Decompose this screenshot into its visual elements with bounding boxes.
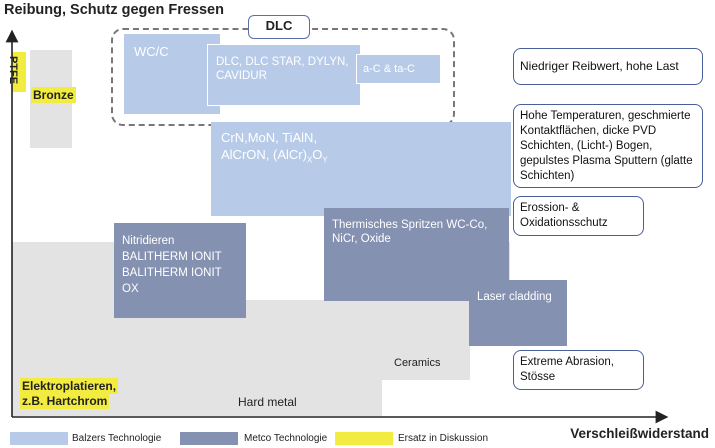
elektroplatieren-label: Elektroplatieren, (20, 378, 119, 394)
crn-text: CrN,MoN, TiAlN, AlCrON, (AlCr) (221, 130, 318, 162)
legend-label-ersatz: Ersatz in Diskussion (398, 433, 489, 444)
hard-metal-region (230, 300, 382, 416)
crn-block: CrN,MoN, TiAlN, AlCrON, (AlCr)XOY (211, 122, 511, 216)
spritzen-label: Thermisches Spritzen WC-Co, NiCr, Oxide (332, 219, 488, 246)
crn-subscript-y: Y (322, 155, 328, 165)
note-abrasion: Extreme Abrasion, Stösse (513, 350, 644, 390)
wc-c-label: WC/C (134, 44, 169, 59)
legend-label-balzers: Balzers Technologie (72, 433, 162, 444)
wc-c-block: WC/C (124, 34, 220, 114)
legend-label-metco: Metco Technologie (244, 433, 328, 444)
crn-subscript-x: X (306, 155, 313, 165)
crn-label: CrN,MoN, TiAlN, AlCrON, (AlCr)XOY (221, 130, 361, 166)
nitridieren-block: Nitridieren BALITHERM IONIT BALITHERM IO… (114, 223, 246, 318)
balitherm-ionit-ox-label: BALITHERM IONIT OX (122, 267, 222, 296)
hard-metal-label: Hard metal (238, 395, 297, 409)
legend-swatch-ersatz (335, 432, 393, 445)
a-c-label: a-C & ta-C (363, 63, 415, 75)
a-c-block: a-C & ta-C (356, 54, 441, 84)
ptfe-label: PTFE (7, 52, 26, 92)
dlc-group-label: DLC (248, 15, 310, 39)
legend-swatch-balzers (10, 432, 68, 445)
legend-swatch-metco (180, 432, 238, 445)
note-low-friction: Niedriger Reibwert, hohe Last (513, 48, 703, 85)
laser-cladding-block: Laser cladding (469, 280, 567, 346)
ceramics-label: Ceramics (394, 357, 441, 369)
dlc-star-block: DLC, DLC STAR, DYLYN, CAVIDUR (207, 44, 361, 106)
x-axis-title: Verschleißwiderstand (570, 426, 709, 441)
note-high-temperature: Hohe Temperaturen, geschmierte Kontaktfl… (513, 104, 703, 188)
nitridieren-label: Nitridieren (122, 235, 175, 247)
ceramics-region (382, 300, 470, 380)
note-erosion: Erossion- & Oxidationsschutz (513, 196, 644, 236)
hartchrom-label: z.B. Hartchrom (20, 393, 110, 409)
laser-cladding-label: Laser cladding (477, 291, 552, 303)
crn-o-text: O (312, 146, 323, 162)
balitherm-ionit-label: BALITHERM IONIT (122, 251, 222, 264)
bronze-label: Bronze (31, 87, 76, 103)
y-axis-title: Reibung, Schutz gegen Fressen (4, 2, 224, 18)
dlc-star-label: DLC, DLC STAR, DYLYN, CAVIDUR (216, 56, 349, 83)
